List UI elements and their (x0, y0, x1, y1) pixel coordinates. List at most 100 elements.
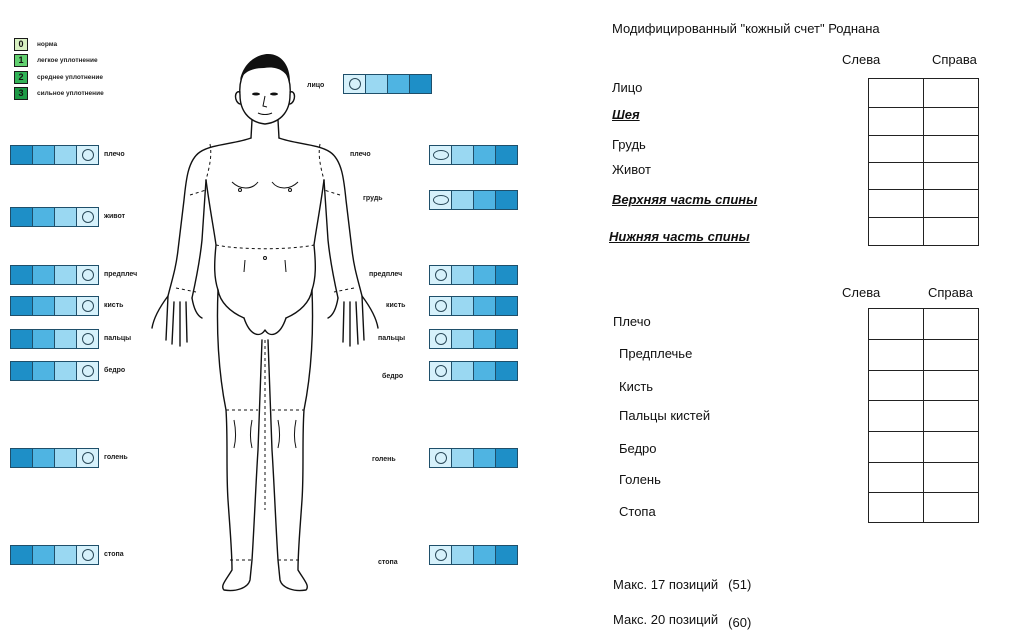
row-label-chest: Грудь (612, 137, 646, 152)
legend-label: сильное уплотнение (37, 90, 104, 97)
row-label-shin: Голень (619, 472, 661, 487)
score-table-trunk (868, 78, 979, 246)
score-cell[interactable] (924, 163, 979, 190)
score-cell[interactable] (869, 463, 924, 493)
score-cell[interactable] (869, 340, 924, 371)
score-strip-left-forearm[interactable] (10, 265, 99, 285)
score-table-limbs (868, 308, 979, 523)
score-cell[interactable] (924, 432, 979, 463)
strip-label: пальцы (378, 335, 405, 342)
legend-item-1: 1 легкое уплотнение (14, 53, 98, 67)
strip-label: бедро (104, 367, 125, 374)
right-leg (268, 290, 313, 591)
strip-label: бедро (382, 373, 403, 380)
strip-label: грудь (363, 195, 383, 202)
score-cell[interactable] (869, 218, 924, 246)
score-cell[interactable] (924, 309, 979, 340)
score-strip-left-hand[interactable] (10, 296, 99, 316)
score-cell[interactable] (869, 432, 924, 463)
row-label-fingers: Пальцы кистей (619, 408, 710, 423)
legend-item-0: 0 норма (14, 37, 57, 51)
score-cell[interactable] (869, 493, 924, 523)
score-cell[interactable] (869, 108, 924, 136)
strip-label: кисть (104, 302, 123, 309)
score-strip-left-foot[interactable] (10, 545, 99, 565)
score-strip-chest[interactable] (429, 190, 518, 210)
body-figure (140, 40, 380, 600)
score-cell[interactable] (924, 493, 979, 523)
strip-label: голень (104, 454, 128, 461)
score-strip-right-foot[interactable] (429, 545, 518, 565)
strip-label: голень (372, 456, 396, 463)
score-cell[interactable] (869, 136, 924, 163)
score-cell[interactable] (924, 340, 979, 371)
score-strip-right-hand[interactable] (429, 296, 518, 316)
score-strip-left-abdomen[interactable] (10, 207, 99, 227)
score-cell[interactable] (924, 218, 979, 246)
score-cell[interactable] (869, 79, 924, 108)
score-cell[interactable] (869, 163, 924, 190)
score-strip-left-shin[interactable] (10, 448, 99, 468)
strip-label: плечо (104, 151, 125, 158)
score-cell[interactable] (924, 136, 979, 163)
score-cell[interactable] (869, 401, 924, 432)
score-title: Модифицированный "кожный счет" Роднана (612, 21, 880, 36)
strip-label: живот (104, 213, 125, 220)
score-strip-face[interactable] (343, 74, 432, 94)
score-strip-left-fingers[interactable] (10, 329, 99, 349)
score-cell[interactable] (924, 463, 979, 493)
legend-item-2: 2 среднее уплотнение (14, 70, 103, 84)
score-cell[interactable] (924, 79, 979, 108)
row-label-abdomen: Живот (612, 162, 651, 177)
row-label-hand: Кисть (619, 379, 653, 394)
column-header-right: Справа (932, 52, 977, 67)
legend-label: легкое уплотнение (37, 57, 98, 64)
legend-swatch: 2 (14, 71, 28, 84)
right-hand (328, 296, 378, 346)
legend-swatch: 3 (14, 87, 28, 100)
score-strip-right-fingers[interactable] (429, 329, 518, 349)
row-label-face: Лицо (612, 80, 642, 95)
row-label-forearm: Предплечье (619, 346, 692, 361)
row-label-thigh: Бедро (619, 441, 657, 456)
left-leg (217, 290, 262, 591)
left-hand (152, 296, 202, 346)
note-text: Макс. 20 позиций (613, 612, 718, 627)
strip-label: пальцы (104, 335, 131, 342)
score-strip-right-shin[interactable] (429, 448, 518, 468)
score-cell[interactable] (869, 371, 924, 401)
legend-label: норма (37, 41, 57, 48)
score-cell[interactable] (924, 190, 979, 218)
score-strip-left-shoulder[interactable] (10, 145, 99, 165)
score-cell[interactable] (924, 401, 979, 432)
score-strip-right-forearm[interactable] (429, 265, 518, 285)
score-strip-right-thigh[interactable] (429, 361, 518, 381)
note-value: (51) (728, 577, 751, 592)
legend-label: среднее уплотнение (37, 74, 103, 81)
strip-label: стопа (378, 559, 398, 566)
strip-label: предплеч (104, 271, 137, 278)
max-positions-note: Макс. 20 позиций (60) (613, 612, 751, 627)
score-strip-left-thigh[interactable] (10, 361, 99, 381)
score-cell[interactable] (924, 371, 979, 401)
legend-swatch: 1 (14, 54, 28, 67)
score-cell[interactable] (869, 190, 924, 218)
column-header-left: Слева (842, 52, 880, 67)
score-strip-right-shoulder[interactable] (429, 145, 518, 165)
score-cell[interactable] (924, 108, 979, 136)
note-value: (60) (728, 615, 751, 630)
row-label-lower-back: Нижняя часть спины (609, 229, 750, 244)
column-header-left: Слева (842, 285, 880, 300)
legend-item-3: 3 сильное уплотнение (14, 86, 104, 100)
row-label-foot: Стопа (619, 504, 656, 519)
legend-swatch: 0 (14, 38, 28, 51)
score-cell[interactable] (869, 309, 924, 340)
max-positions-note: Макс. 17 позиций (51) (613, 577, 751, 592)
row-label-shoulder: Плечо (613, 314, 651, 329)
strip-label: стопа (104, 551, 124, 558)
column-header-right: Справа (928, 285, 973, 300)
note-text: Макс. 17 позиций (613, 577, 718, 592)
row-label-upper-back: Верхняя часть спины (612, 192, 757, 207)
strip-label: плечо (350, 151, 371, 158)
row-label-neck: Шея (612, 107, 640, 122)
